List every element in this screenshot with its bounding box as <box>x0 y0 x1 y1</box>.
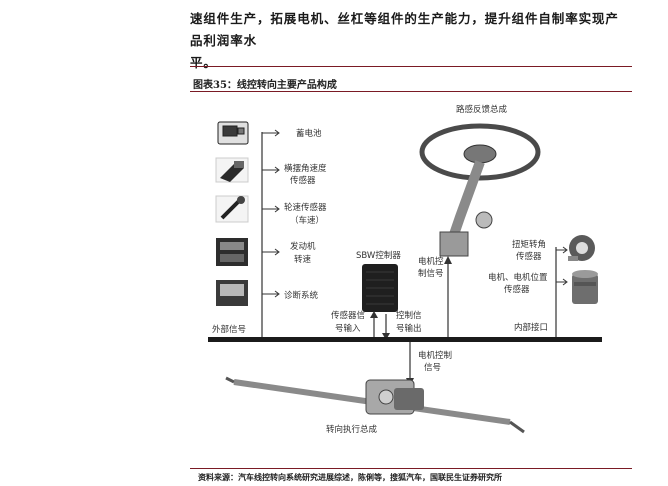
label-torque-1: 扭矩转角 <box>512 239 546 250</box>
label-external-signal: 外部信号 <box>212 324 246 335</box>
label-motor-ctrl-bottom-2: 信号 <box>424 362 441 373</box>
label-motor-pos-1: 电机、电机位置 <box>488 272 548 283</box>
label-motor-ctrl-2: 制信号 <box>418 268 444 279</box>
motor-image <box>572 270 598 304</box>
label-motor-pos-2: 传感器 <box>504 284 530 295</box>
label-wheel-1: 轮速传感器 <box>284 202 327 213</box>
figure-bottom-rule <box>190 468 632 469</box>
figure-title: 图表35：线控转向主要产品构成 <box>193 80 337 91</box>
torque-angle-sensor-image <box>568 235 595 261</box>
intro-paragraph: 速组件生产，拓展电机、丝杠等组件的生产能力，提升组件自制率实现产品利润率水 平。 <box>190 8 632 74</box>
signal-bus <box>208 337 602 342</box>
label-battery: 蓄电池 <box>296 128 322 139</box>
label-motor-ctrl-1: 电机控 <box>418 256 444 267</box>
label-sbw-controller: SBW控制器 <box>356 250 401 261</box>
label-engine-1: 发动机 <box>290 241 316 252</box>
label-wheel-2: （车速） <box>290 215 324 226</box>
label-diagnostics: 诊断系统 <box>284 290 319 301</box>
label-motor-ctrl-bottom-1: 电机控制 <box>418 350 452 361</box>
engine-speed-sensor-image <box>216 238 248 266</box>
control-out-arrow <box>382 333 390 340</box>
yaw-rate-sensor-image <box>215 157 249 183</box>
label-control-out-1: 控制信 <box>396 310 422 321</box>
label-engine-2: 转速 <box>294 254 312 265</box>
left-arrow-ticks <box>262 129 280 298</box>
steer-by-wire-diagram: 蓄电池 横摆角速度 传感器 轮速传感器 （车速） 发动机 转速 诊断系统 外部信… <box>212 104 598 435</box>
label-sensor-in-2: 号输入 <box>335 323 361 334</box>
label-control-out-2: 号输出 <box>396 323 422 334</box>
label-steering-feedback: 路感反馈总成 <box>456 104 508 115</box>
paragraph-line-2: 平。 <box>190 55 217 70</box>
motor-ctrl-arrow <box>444 256 452 264</box>
wheel-speed-sensor-image <box>215 195 249 223</box>
sensor-in-arrow <box>370 311 378 318</box>
battery-image <box>217 121 249 145</box>
diagnostics-image <box>216 280 248 306</box>
figure-title-rule <box>190 91 632 92</box>
label-torque-2: 传感器 <box>516 251 542 262</box>
figure-top-rule <box>190 66 632 67</box>
label-yaw-2: 传感器 <box>290 175 316 186</box>
label-sensor-in-1: 传感器信 <box>331 310 366 321</box>
label-yaw-1: 横摆角速度 <box>284 163 327 174</box>
label-steering-actuator: 转向执行总成 <box>326 424 378 435</box>
paragraph-line-1: 速组件生产，拓展电机、丝杠等组件的生产能力，提升组件自制率实现产品利润率水 <box>190 11 619 48</box>
steering-rack-image <box>225 376 525 434</box>
label-internal-interface: 内部接口 <box>514 322 548 333</box>
sbw-controller-fins <box>366 271 394 305</box>
steering-wheel-image <box>419 123 541 257</box>
right-arrow-ticks <box>556 246 568 286</box>
source-note: 资料来源：汽车线控转向系统研究进展综述，陈俐等，搜狐汽车，国联民生证券研究所 <box>198 472 502 482</box>
